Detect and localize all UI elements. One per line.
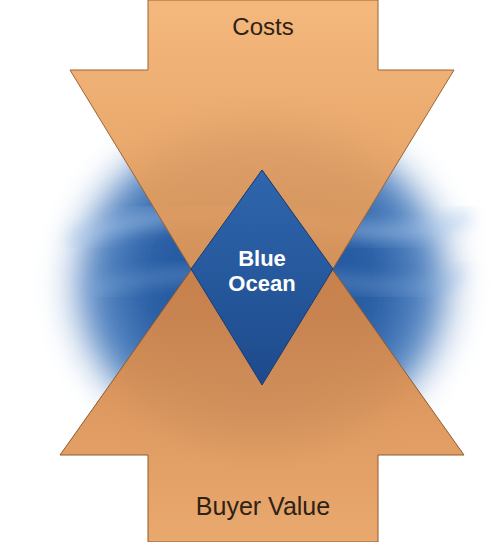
shape-fill [60,170,464,542]
arrow-label: Buyer Value [148,493,378,521]
arrow-label: Costs [148,14,378,40]
blue-ocean-diamond: Blue Ocean [191,170,333,385]
center-label: Blue Ocean [222,247,302,295]
shape-fill [191,170,333,385]
shape-fill [70,0,454,385]
